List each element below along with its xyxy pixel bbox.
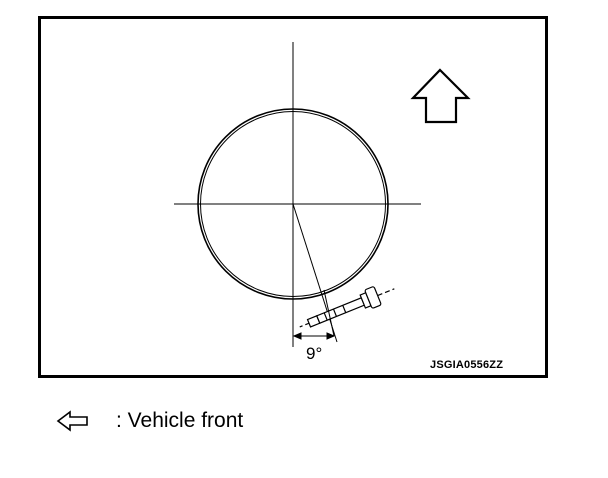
component-inner-circle xyxy=(200,111,386,297)
legend-text: : Vehicle front xyxy=(116,409,244,432)
angle-label: 9° xyxy=(306,344,323,363)
figure-id: JSGIA0556ZZ xyxy=(430,359,504,371)
diagram-frame xyxy=(38,16,548,378)
bolt-reference-line xyxy=(323,289,335,337)
component-outer-circle xyxy=(197,108,389,300)
hollow-left-arrow-icon xyxy=(56,410,88,432)
bolt-icon xyxy=(299,286,395,328)
legend: : Vehicle front xyxy=(56,408,243,434)
angle-dimension-arrow xyxy=(292,332,336,340)
hollow-up-arrow-icon xyxy=(410,68,471,124)
